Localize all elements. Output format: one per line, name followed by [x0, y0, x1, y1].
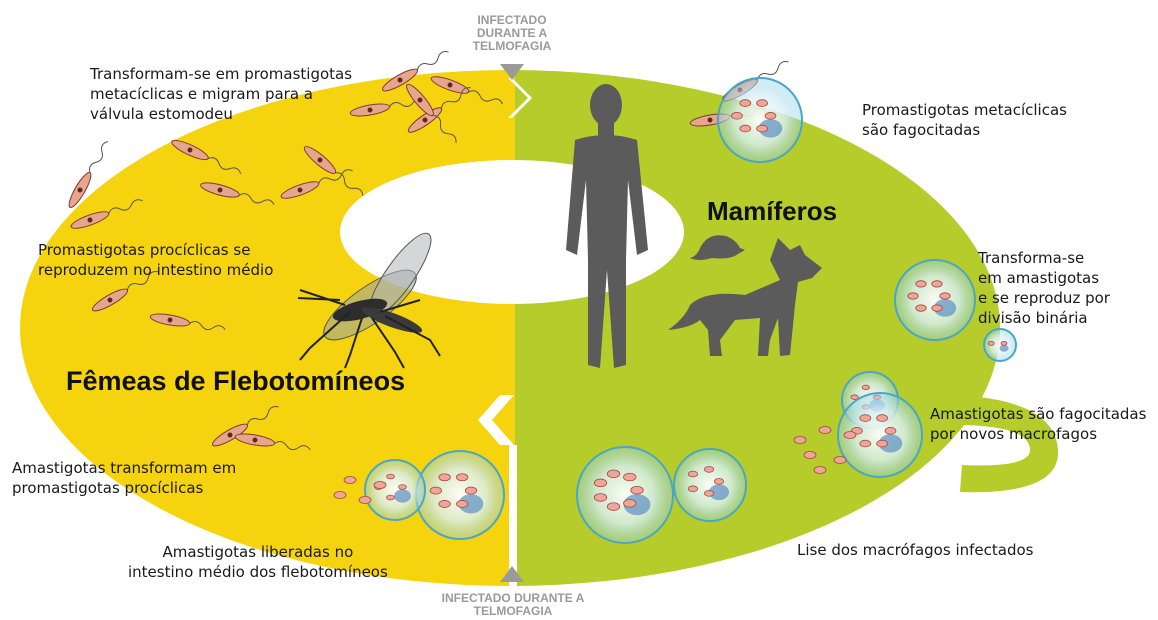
step-promastigotas-fagocitadas: Promastigotas metacíclicas são fagocitad… [862, 100, 1067, 140]
step-amastigotas-fagocitadas: Amastigotas são fagocitadas por novos ma… [930, 404, 1146, 444]
step-prociclicas-reproduzem: Promastigotas procíclicas se reproduzem … [38, 240, 273, 280]
vector-host-title: Fêmeas de Flebotomíneos [66, 366, 405, 397]
step-amastigotas-liberadas: Amastigotas liberadas no intestino médio… [128, 542, 388, 582]
mammal-host-title: Mamíferos [707, 196, 837, 227]
bottom-marker-label: INFECTADO DURANTE A TELMOFAGIA [418, 592, 608, 618]
top-marker-label: INFECTADO DURANTE A TELMOFAGIA [448, 14, 576, 53]
step-metaciclicas-migram: Transformam-se em promastigotas metacícl… [90, 64, 352, 124]
step-lise: Lise dos macrófagos infectados [797, 540, 1033, 560]
step-amastigotas-transformam: Amastigotas transformam em promastigotas… [12, 458, 236, 498]
step-transforma-amastigotas: Transforma-se em amastigotas e se reprod… [978, 248, 1110, 328]
